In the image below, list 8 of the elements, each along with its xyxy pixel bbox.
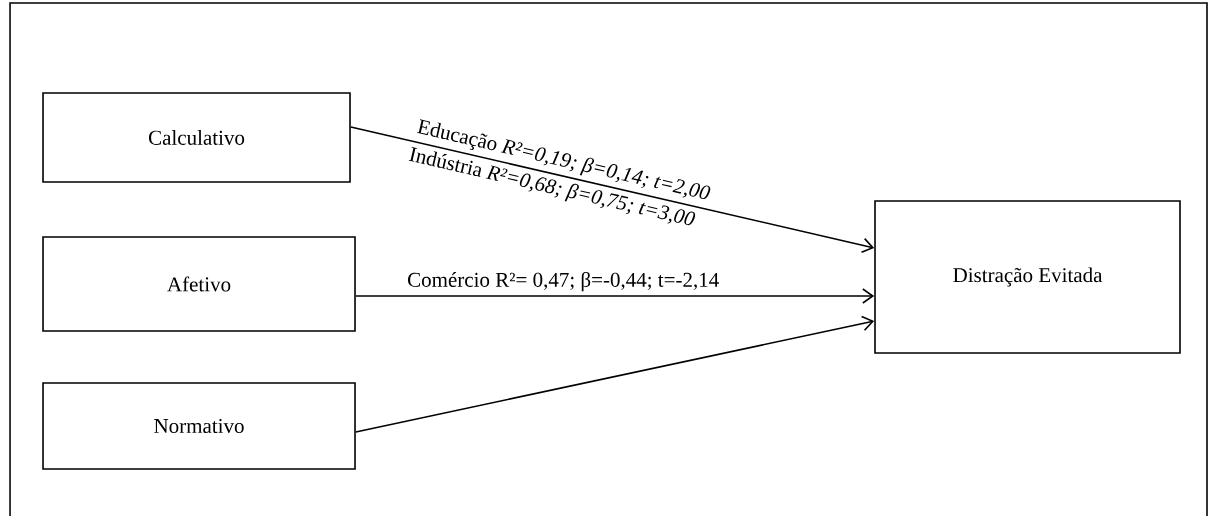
arrow bbox=[350, 126, 875, 254]
construct-box: Calculativo bbox=[42, 92, 351, 183]
edge-label: Comércio R²= 0,47; β=-0,44; t=-2,14 bbox=[406, 270, 721, 293]
outcome-box: Distração Evitada bbox=[874, 200, 1181, 354]
construct-box: Afetivo bbox=[42, 236, 356, 332]
arrow bbox=[355, 315, 875, 433]
construct-box: Normativo bbox=[42, 382, 356, 470]
arrow bbox=[355, 288, 875, 304]
